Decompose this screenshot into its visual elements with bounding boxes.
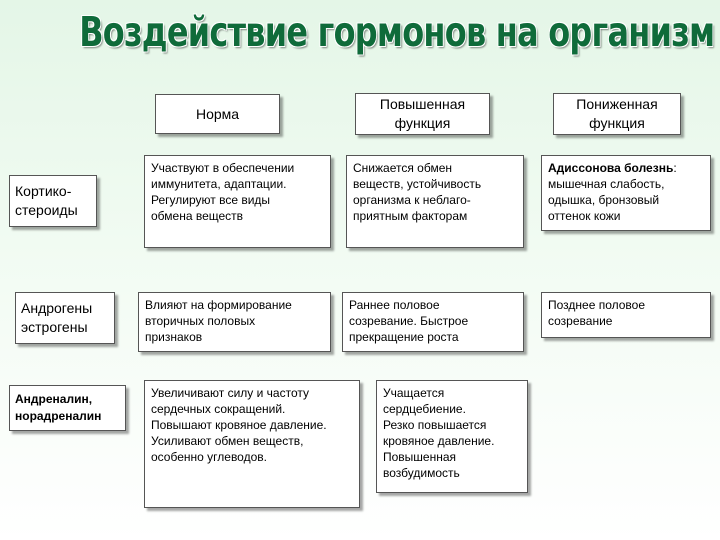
- cell-line: Влияют на формирование: [145, 298, 292, 312]
- header-norm-label: Норма: [195, 105, 240, 122]
- header-decreased-line-2: функция: [589, 115, 645, 131]
- header-increased-line-2: функция: [394, 115, 451, 131]
- cell-line: одышка, бронзовый: [548, 193, 660, 207]
- cell-line: иммунитета, адаптации.: [151, 177, 287, 191]
- cell-line: Регулируют все виды: [151, 193, 271, 207]
- row-label-line: стероиды: [15, 202, 78, 218]
- row-label-line: Андреналин,: [15, 392, 93, 406]
- row-label-androgens: Андрогены эстрогены: [15, 292, 115, 344]
- row-label-line: эстрогены: [21, 319, 88, 335]
- cell-line: вторичных половых: [145, 314, 256, 328]
- cell-adrenaline-norm: Увеличивают силу и частоту сердечных сок…: [144, 380, 360, 508]
- cell-line: обмена веществ: [151, 209, 244, 223]
- cell-line: Усиливают обмен веществ,: [151, 434, 304, 448]
- cell-corticosteroids-norm: Участвуют в обеспечении иммунитета, адап…: [144, 155, 331, 248]
- cell-line: организма к неблаго-: [353, 193, 471, 207]
- row-label-adrenaline: Андреналин, норадреналин: [9, 385, 126, 431]
- cell-line: возбудимость: [383, 466, 460, 480]
- cell-corticosteroids-increased: Снижается обмен веществ, устойчивость ор…: [346, 155, 524, 248]
- page-title: Воздействие гормонов на организм: [79, 8, 715, 56]
- cell-line: созревание: [548, 314, 613, 328]
- cell-line: созревание. Быстрое: [349, 314, 469, 328]
- disease-name: Адиссонова болезнь: [548, 161, 674, 175]
- header-decreased-line-1: Пониженная: [576, 96, 658, 112]
- cell-line: Раннее половое: [349, 298, 440, 312]
- cell-line: оттенок кожи: [548, 209, 621, 223]
- cell-line: Позднее половое: [548, 298, 646, 312]
- cell-androgens-increased: Раннее половое созревание. Быстрое прекр…: [342, 292, 524, 352]
- cell-line: Снижается обмен: [353, 161, 452, 175]
- cell-line: приятным факторам: [353, 209, 468, 223]
- header-increased-line-1: Повышенная: [379, 96, 466, 112]
- cell-line: сердечных сокращений.: [151, 402, 286, 416]
- cell-androgens-decreased: Позднее половое созревание: [541, 292, 711, 338]
- cell-line: веществ, устойчивость: [353, 177, 482, 191]
- header-norm: Норма: [155, 94, 280, 134]
- cell-corticosteroids-decreased: Адиссонова болезнь: мышечная слабость, о…: [541, 155, 711, 231]
- row-label-line: Андрогены: [21, 300, 93, 316]
- header-decreased: Пониженная функция: [553, 93, 681, 135]
- cell-line-first: Адиссонова болезнь:: [548, 160, 704, 176]
- cell-colon: :: [673, 161, 677, 175]
- cell-line: Увеличивают силу и частоту: [151, 386, 310, 400]
- cell-line: Повышенная: [383, 450, 457, 464]
- cell-line: Резко повышается: [383, 418, 487, 432]
- cell-line: Учащается: [383, 386, 445, 400]
- row-label-line: Кортико-: [15, 183, 72, 199]
- cell-line: особенно углеводов.: [151, 450, 267, 464]
- cell-adrenaline-increased: Учащается сердцебиение. Резко повышается…: [376, 380, 528, 493]
- cell-line: признаков: [145, 330, 203, 344]
- cell-line: кровяное давление.: [383, 434, 495, 448]
- cell-line: прекращение роста: [349, 330, 459, 344]
- cell-line: Участвуют в обеспечении: [151, 161, 295, 175]
- cell-line: Повышают кровяное давление.: [151, 418, 327, 432]
- header-increased: Повышенная функция: [355, 93, 490, 135]
- row-label-corticosteroids: Кортико- стероиды: [9, 175, 97, 227]
- cell-line: мышечная слабость,: [548, 177, 665, 191]
- cell-androgens-norm: Влияют на формирование вторичных половых…: [138, 292, 331, 352]
- row-label-line: норадреналин: [15, 409, 102, 423]
- cell-line: сердцебиение.: [383, 402, 466, 416]
